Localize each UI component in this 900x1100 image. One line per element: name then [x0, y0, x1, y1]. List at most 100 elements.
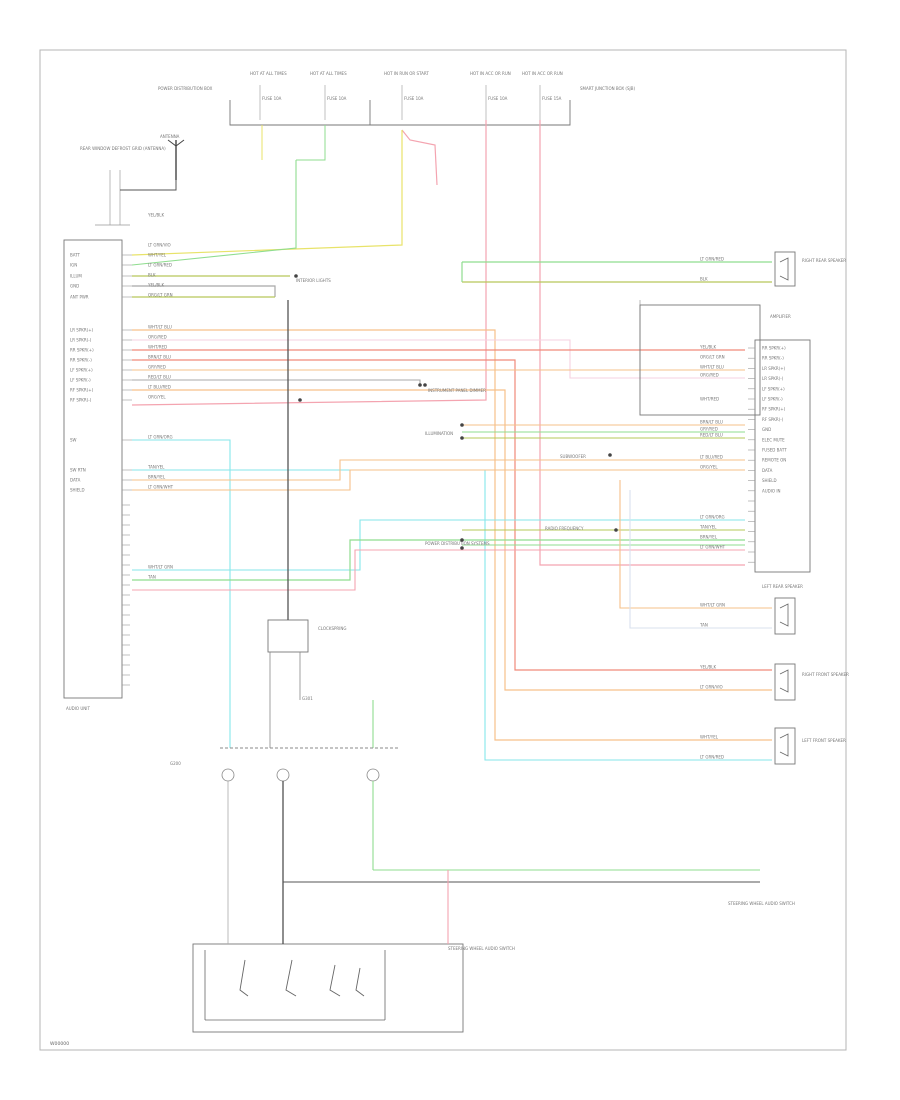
mid-label-rf: RADIO FREQUENCY — [545, 526, 584, 531]
audio-pin-label: LF SPKR(+) — [70, 368, 93, 373]
wire-color-label: BRN/YEL — [700, 535, 718, 540]
audio-pin-label: SW — [70, 438, 77, 443]
amp-pin-label: RF SPKR(+) — [762, 407, 786, 412]
wire-orange-sub — [132, 459, 745, 481]
mid-label-subwoofer: SUBWOOFER — [560, 454, 586, 459]
wire-color-label: GRY/RED — [148, 365, 166, 370]
wire-color-label: LT BLU/RED — [700, 455, 723, 460]
wire-color-label: YEL/BLK — [147, 213, 165, 218]
audio-pin-label: LR SPKR(-) — [70, 338, 92, 343]
amp-pin-label: RF SPKR(-) — [762, 417, 784, 422]
wire-color-label: YEL/BLK — [147, 283, 165, 288]
wire-orange-lfp — [132, 329, 772, 741]
wire-cyan-rf — [132, 519, 745, 571]
svg-text:FUSE 10A: FUSE 10A — [327, 96, 347, 101]
svg-text:HOT IN ACC OR RUN: HOT IN ACC OR RUN — [522, 71, 563, 76]
diagram-frame — [39, 49, 847, 1051]
svg-text:FUSE 10A: FUSE 10A — [488, 96, 508, 101]
mid-label-dimmer: INSTRUMENT PANEL DIMMER — [428, 388, 486, 393]
wire-color-label: WHT/LT BLU — [148, 325, 172, 330]
wire-color-label: BRN/LT BLU — [148, 355, 171, 360]
amp-pin-label: LR SPKR(+) — [762, 366, 786, 371]
splice-dot — [298, 398, 302, 402]
connector-3 — [366, 768, 380, 782]
svg-text:FUSE 10A: FUSE 10A — [262, 96, 282, 101]
wire-color-label: WHT/RED — [700, 397, 719, 402]
splice-dot — [294, 274, 298, 278]
audio-pin-label: SW RTN — [70, 468, 86, 473]
clockspring-label: CLOCKSPRING — [318, 626, 346, 631]
amp-pin-label: ELEC MUTE — [762, 437, 785, 442]
antenna-note: REAR WINDOW DEFROST GRID (ANTENNA) — [80, 146, 166, 151]
switch-note-2: STEERING WHEEL AUDIO SWITCH — [728, 901, 795, 906]
wire-color-label: WHT/LT GRN — [148, 565, 173, 570]
wire-color-label: LT GRN/RED — [700, 257, 724, 262]
audio-pin-label: IGN — [70, 263, 77, 268]
audio-pin-label: SHIELD — [70, 488, 85, 493]
wire-color-label: WHT/YEL — [148, 253, 167, 258]
wire-cyan-sw — [132, 439, 231, 748]
wire-color-label: ORG/RED — [148, 335, 167, 340]
wire-color-label: LT GRN/RED — [700, 755, 724, 760]
wire-color-label: BRN/YEL — [148, 475, 166, 480]
clockspring: CLOCKSPRING G301 — [267, 300, 346, 748]
audio-pin-label: RR SPKR(-) — [70, 358, 92, 363]
wire-color-label: RED/LT BLU — [148, 375, 171, 380]
wire-bundle — [131, 120, 772, 761]
fuse-4: HOT IN ACC OR RUN FUSE 10A — [470, 71, 511, 120]
audio-unit: AUDIO UNIT BATT IGN ILLUM GND ANT PWR LR SPKR… — [63, 239, 132, 711]
antenna-label: ANTENNA — [160, 134, 180, 139]
audio-pin-label: RR SPKR(+) — [70, 348, 94, 353]
left-rear-speaker: LEFT REAR SPEAKER — [762, 584, 803, 635]
wire-green-fuse2 — [296, 125, 326, 161]
wire-color-label: TAN/YEL — [147, 465, 165, 470]
right-rear-speaker-label: RIGHT REAR SPEAKER — [802, 258, 846, 263]
wire-pink-amp — [539, 120, 745, 566]
svg-text:HOT AT ALL TIMES: HOT AT ALL TIMES — [250, 71, 287, 76]
audio-pin-label: ILLUM — [70, 274, 82, 279]
audio-unit-label: AUDIO UNIT — [66, 706, 90, 711]
fuse-2: HOT AT ALL TIMES FUSE 10A — [310, 71, 347, 120]
right-front-speaker: RIGHT FRONT SPEAKER — [774, 663, 849, 701]
wire-blue-lr — [629, 490, 772, 629]
audio-pin-label: ANT PWR — [70, 295, 89, 300]
mid-label-illumination: ILLUMINATION — [425, 431, 453, 436]
svg-text:FUSE 10A: FUSE 10A — [404, 96, 424, 101]
amp-pin-label: DATA — [762, 468, 773, 473]
wire-color-label: TAN/YEL — [699, 525, 717, 530]
wire-color-label: ORG/LT GRN — [700, 355, 725, 360]
amp-pin-label: RR SPKR(-) — [762, 356, 784, 361]
wire-color-label: WHT/YEL — [700, 735, 719, 740]
connector-1 — [221, 768, 235, 782]
splice-dot — [460, 546, 464, 550]
audio-pin-label: BATT — [70, 253, 81, 258]
splice-dot — [418, 383, 422, 387]
splice-dot — [614, 528, 618, 532]
wire-pink-ign — [131, 120, 487, 406]
antenna: ANTENNA REAR WINDOW DEFROST GRID (ANTENN… — [80, 134, 185, 226]
right-rear-speaker: RIGHT REAR SPEAKER — [774, 251, 846, 287]
audio-pin-label: LR SPKR(+) — [70, 328, 94, 333]
audio-unit-box — [63, 239, 123, 699]
wire-color-label: ORG/LT GRN — [148, 293, 173, 298]
wire-color-label: WHT/RED — [148, 345, 167, 350]
svg-text:FUSE 15A: FUSE 15A — [542, 96, 562, 101]
wire-yellow-batt — [131, 130, 403, 256]
audio-unit-pins: BATT IGN ILLUM GND ANT PWR LR SPKR(+) LR SPKR(… — [70, 253, 132, 686]
amp-pin-label: GND — [762, 427, 771, 432]
svg-text:HOT AT ALL TIMES: HOT AT ALL TIMES — [310, 71, 347, 76]
wire-color-label: TAN — [147, 575, 156, 580]
left-panel-label: POWER DISTRIBUTION BOX — [158, 86, 213, 91]
amplifier-pins: RR SPKR(+)RR SPKR(-)LR SPKR(+)LR SPKR(-)… — [748, 346, 787, 563]
right-panel-label: SMART JUNCTION BOX (SJB) — [580, 86, 635, 91]
amplifier: AMPLIFIER RR SPKR(+)RR SPKR(-)LR SPKR(+)… — [639, 304, 811, 573]
amplifier-box — [754, 339, 811, 573]
wire-pink-lfm — [132, 339, 745, 379]
audio-pin-label: GND — [70, 284, 79, 289]
audio-pin-label: LF SPKR(-) — [70, 378, 91, 383]
fuse-1: HOT AT ALL TIMES FUSE 10A — [250, 71, 287, 120]
wire-color-label: LT GRN/VIO — [700, 685, 723, 690]
wire-cyan-lfm — [132, 469, 772, 761]
svg-text:HOT IN ACC OR RUN: HOT IN ACC OR RUN — [470, 71, 511, 76]
